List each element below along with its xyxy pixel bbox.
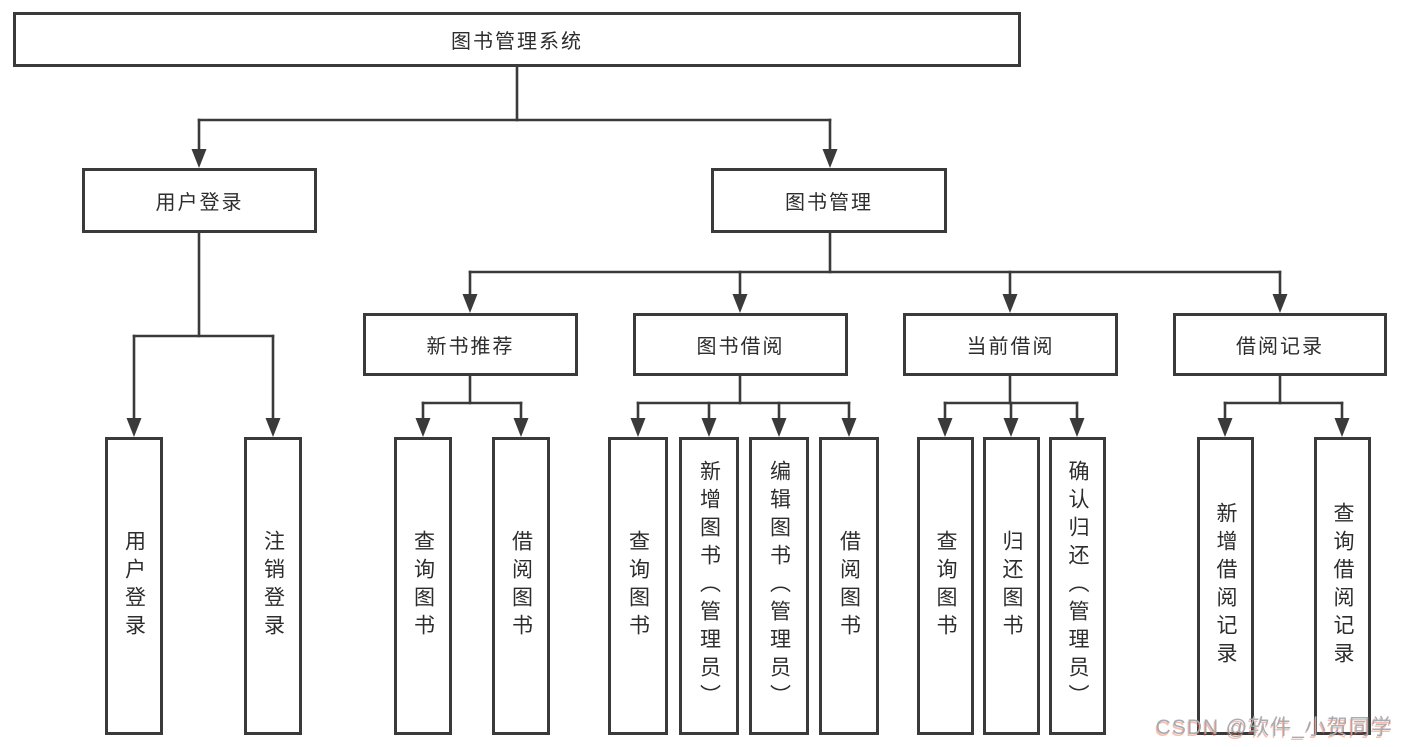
leaf-query-borrow-record: 查询借阅记录 <box>1314 437 1371 735</box>
node-new-book-recommendation-label: 新书推荐 <box>426 336 515 358</box>
leaf-confirm-return-admin: 确认归还（管理员） <box>1049 437 1106 735</box>
leaf-user-login-label: 用户登录 <box>122 530 146 642</box>
leaf-return-books: 归还图书 <box>983 437 1040 735</box>
node-current-borrowing: 当前借阅 <box>903 313 1118 376</box>
node-new-book-recommendation: 新书推荐 <box>363 313 578 376</box>
leaf-query-books: 查询图书 <box>917 437 974 735</box>
node-book-management-label: 图书管理 <box>785 192 873 214</box>
csdn-watermark: CSDN @软件_小贺同学 <box>1155 716 1393 739</box>
leaf-edit-book-admin: 编辑图书（管理员） <box>749 437 809 735</box>
leaf-query-books-label: 查询图书 <box>626 530 650 642</box>
leaf-add-book-admin: 新增图书（管理员） <box>679 437 739 735</box>
leaf-borrow-books-label: 借阅图书 <box>837 530 861 642</box>
node-user-login: 用户登录 <box>82 168 317 233</box>
leaf-add-borrow-record-label: 新增借阅记录 <box>1214 502 1238 670</box>
node-borrowing-records-label: 借阅记录 <box>1236 336 1324 358</box>
connector-new-book-recommendation-children <box>415 374 529 437</box>
connector-user-login-children <box>126 231 281 437</box>
node-borrowing-records: 借阅记录 <box>1173 313 1387 376</box>
leaf-query-books-label: 查询图书 <box>411 530 435 642</box>
connector-book-borrowing-children <box>630 374 857 437</box>
connector-borrowing-records-children <box>1217 374 1350 437</box>
node-book-borrowing-label: 图书借阅 <box>696 336 785 358</box>
leaf-query-books-label: 查询图书 <box>934 530 958 642</box>
node-book-borrowing: 图书借阅 <box>633 313 848 376</box>
node-user-login-label: 用户登录 <box>155 192 244 214</box>
connector-current-borrowing-children <box>937 374 1085 437</box>
leaf-query-books: 查询图书 <box>608 437 668 735</box>
leaf-query-books: 查询图书 <box>394 437 452 735</box>
leaf-borrow-books: 借阅图书 <box>819 437 879 735</box>
node-library-system-label: 图书管理系统 <box>451 31 583 53</box>
leaf-logout-label: 注销登录 <box>261 530 285 642</box>
leaf-query-borrow-record-label: 查询借阅记录 <box>1331 502 1355 670</box>
connector-root-to-level2 <box>191 65 838 168</box>
node-book-management: 图书管理 <box>711 168 947 233</box>
leaf-borrow-books: 借阅图书 <box>492 437 550 735</box>
leaf-edit-book-admin-label: 编辑图书（管理员） <box>767 460 791 712</box>
leaf-add-book-admin-label: 新增图书（管理员） <box>697 460 721 712</box>
leaf-confirm-return-admin-label: 确认归还（管理员） <box>1066 460 1090 712</box>
leaf-user-login: 用户登录 <box>105 437 163 735</box>
leaf-add-borrow-record: 新增借阅记录 <box>1197 437 1254 735</box>
node-current-borrowing-label: 当前借阅 <box>966 336 1055 358</box>
leaf-logout: 注销登录 <box>244 437 302 735</box>
node-library-system: 图书管理系统 <box>13 12 1021 67</box>
connector-book-management-to-level3 <box>462 231 1288 313</box>
leaf-borrow-books-label: 借阅图书 <box>509 530 533 642</box>
leaf-return-books-label: 归还图书 <box>1000 530 1024 642</box>
